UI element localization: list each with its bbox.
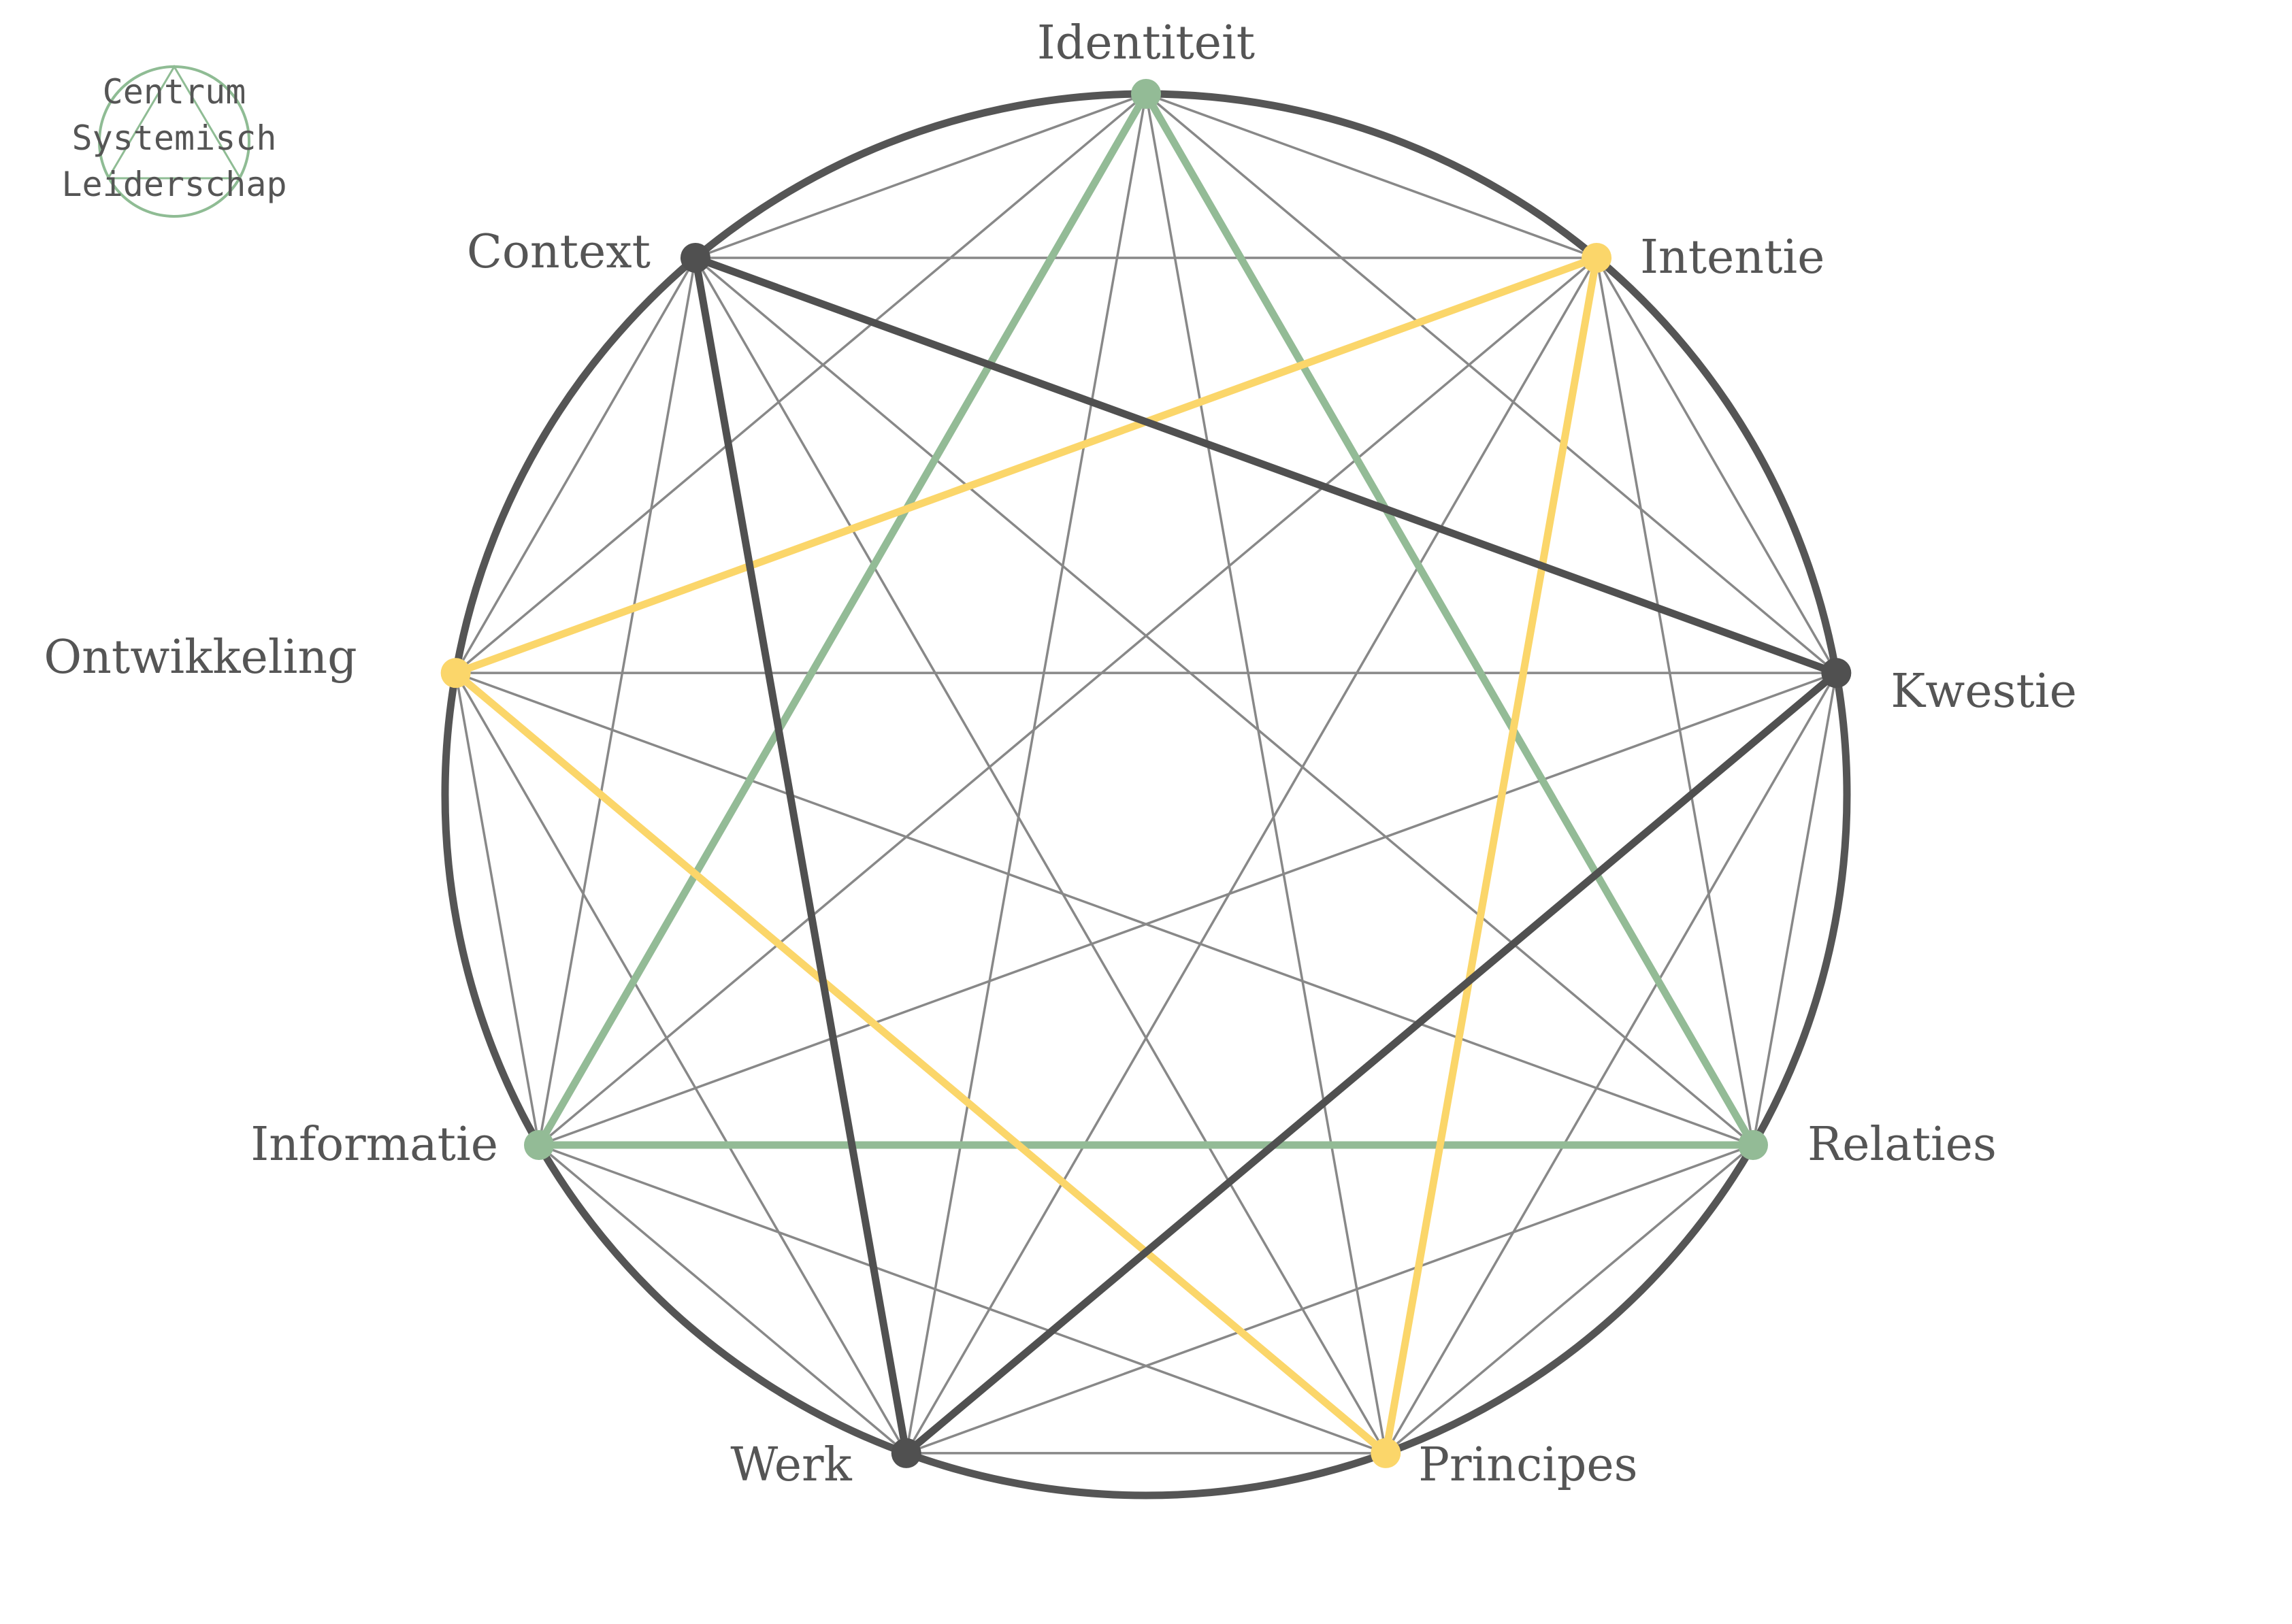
chord-werk-ontwikkeling [455, 672, 908, 1454]
chord-intentie-relaties [1595, 257, 1754, 1146]
node-dot-context [680, 242, 710, 273]
node-dot-principes [1371, 1438, 1401, 1468]
green-triangle [535, 90, 1757, 1149]
chord-kwestie-relaties [1752, 672, 1838, 1146]
node-label-intentie: Intentie [1640, 231, 1824, 284]
node-dot-informatie [523, 1130, 554, 1160]
node-dot-werk [891, 1438, 921, 1468]
chord-kwestie-informatie [538, 672, 1837, 1146]
chord-informatie-context [538, 257, 697, 1146]
logo-line-1: Centrum [103, 72, 246, 112]
logo-line-3: Leiderschap [61, 165, 286, 204]
chord-relaties-principes [1385, 1144, 1754, 1455]
logo-emblem-icon [98, 65, 250, 218]
node-label-identiteit: Identiteit [1037, 16, 1255, 70]
chord-intentie-werk [905, 257, 1598, 1454]
chord-identiteit-werk [904, 93, 1147, 1454]
node-dots [440, 79, 1852, 1468]
node-label-ontwikkeling: Ontwikkeling [44, 631, 357, 684]
chord-intentie-kwestie [1595, 257, 1837, 674]
node-labels: IdentiteitIntentieKwestieRelatiesPrincip… [44, 16, 2076, 1492]
node-dot-relaties [1738, 1130, 1769, 1160]
node-label-werk: Werk [730, 1438, 852, 1492]
chord-identiteit-context [695, 93, 1147, 259]
logo: Centrum Systemisch Leiderschap [61, 65, 287, 218]
node-label-context: Context [467, 225, 651, 279]
chord-relaties-context [694, 256, 1754, 1146]
node-label-principes: Principes [1418, 1438, 1637, 1492]
node-label-informatie: Informatie [250, 1118, 498, 1172]
node-dot-intentie [1582, 242, 1612, 273]
node-dot-ontwikkeling [440, 658, 471, 689]
outer-circle [441, 90, 1851, 1499]
node-label-kwestie: Kwestie [1890, 665, 2076, 718]
chord-informatie-ontwikkeling [454, 672, 540, 1146]
chord-identiteit-ontwikkeling [455, 93, 1147, 674]
chord-principes-informatie [538, 1144, 1386, 1455]
chord-ontwikkeling-context [455, 257, 697, 674]
dark-triangle [691, 254, 1840, 1457]
node-dot-kwestie [1821, 658, 1852, 689]
chord-identiteit-intentie [1145, 93, 1597, 259]
logo-line-2: Systemisch [71, 118, 276, 158]
chord-intentie-informatie [538, 256, 1598, 1146]
yellow-triangle [452, 254, 1601, 1457]
triangles [452, 90, 1840, 1457]
node-label-relaties: Relaties [1807, 1118, 1997, 1172]
node-dot-identiteit [1131, 79, 1161, 109]
chord-principes-context [694, 257, 1387, 1454]
chord-identiteit-kwestie [1145, 93, 1837, 674]
chord-relaties-ontwikkeling [455, 672, 1754, 1146]
chord-werk-informatie [538, 1144, 907, 1455]
chord-identiteit-principes [1145, 93, 1388, 1454]
chord-relaties-werk [906, 1144, 1754, 1455]
chord-kwestie-principes [1384, 672, 1837, 1454]
